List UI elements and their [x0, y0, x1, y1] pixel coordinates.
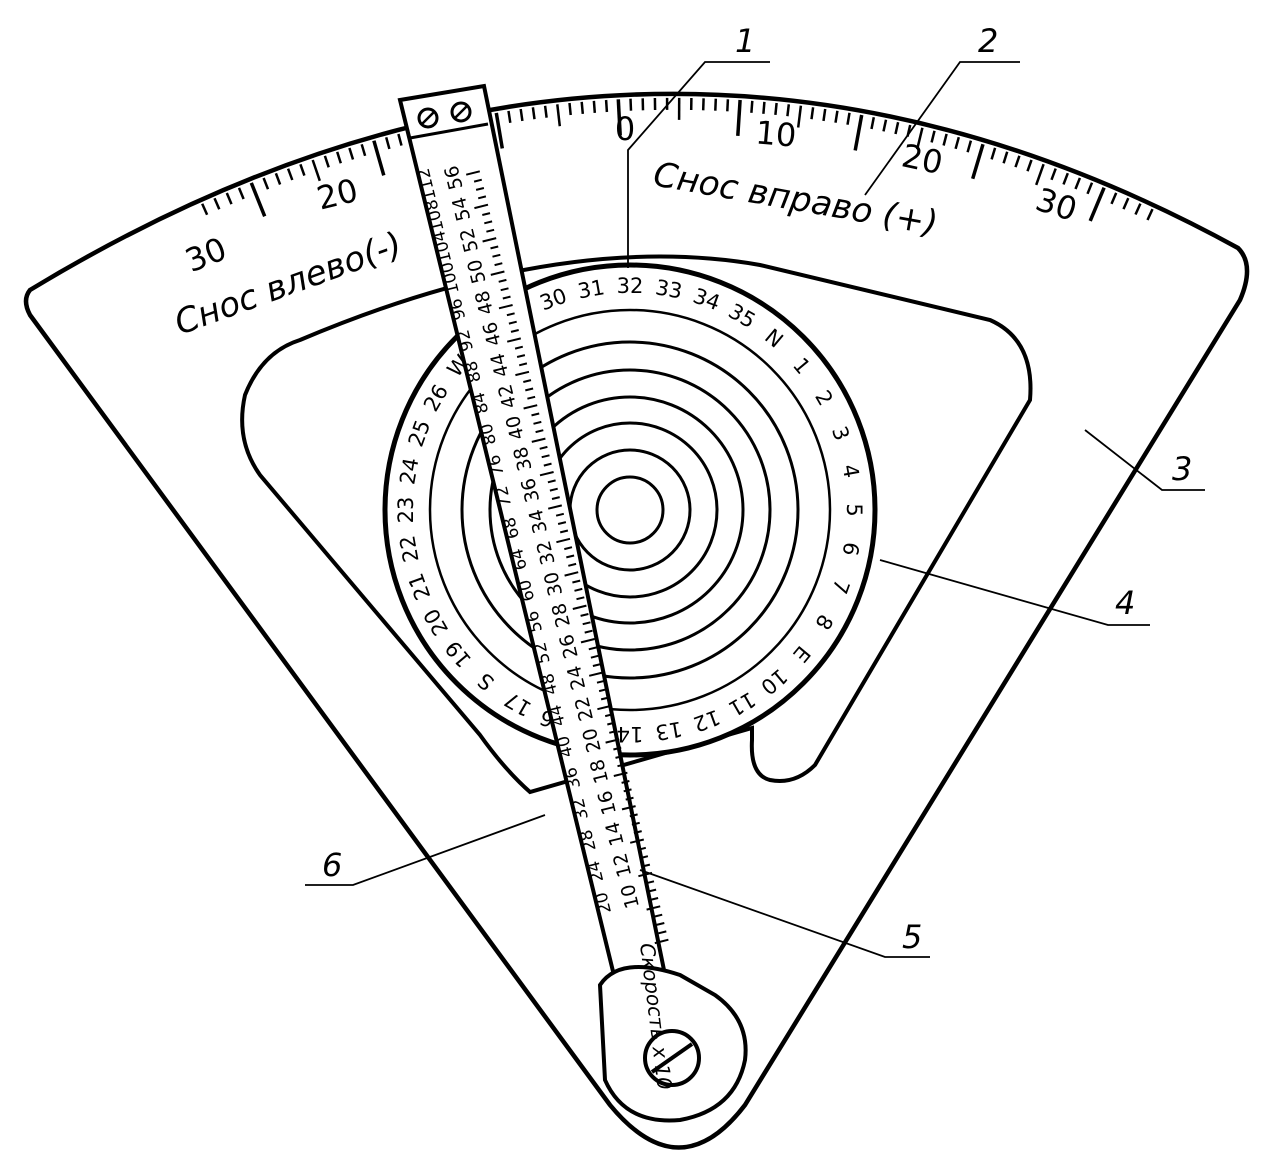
drift-tick — [582, 102, 583, 114]
drift-tick — [606, 100, 607, 112]
dial-number: 24 — [395, 456, 423, 486]
dial-number: 23 — [394, 497, 418, 524]
dial-number: 5 — [842, 503, 866, 516]
drift-number: 0 — [615, 110, 635, 148]
drift-tick — [824, 109, 826, 121]
dial-number: 33 — [654, 275, 684, 303]
drift-tick — [570, 103, 571, 115]
drift-tick — [594, 101, 595, 113]
drift-tick — [787, 104, 788, 116]
callout-2: 2 — [978, 22, 998, 60]
drift-tick — [727, 99, 728, 111]
drift-tick — [509, 111, 511, 123]
drift-number: 10 — [754, 113, 798, 154]
dial-number: 31 — [576, 275, 606, 303]
callout-6: 6 — [322, 846, 342, 884]
callout-3: 3 — [1172, 450, 1192, 488]
drift-tick — [812, 107, 814, 119]
callout-4: 4 — [1115, 584, 1135, 622]
drift-tick — [533, 107, 535, 119]
drift-tick — [715, 99, 716, 111]
dial-number: 32 — [617, 274, 644, 298]
callout-1: 1 — [735, 22, 755, 60]
drift-tick — [751, 101, 752, 113]
dial-number: 14 — [617, 722, 644, 746]
drift-tick — [545, 106, 547, 118]
drift-tick — [763, 102, 764, 114]
dial-number: 13 — [654, 716, 684, 744]
drift-tick — [738, 100, 740, 136]
drift-tick — [521, 109, 523, 121]
callout-5: 5 — [902, 918, 922, 956]
drift-tick — [775, 103, 776, 115]
dial-number: 22 — [395, 534, 423, 564]
drift-tick — [631, 99, 632, 111]
